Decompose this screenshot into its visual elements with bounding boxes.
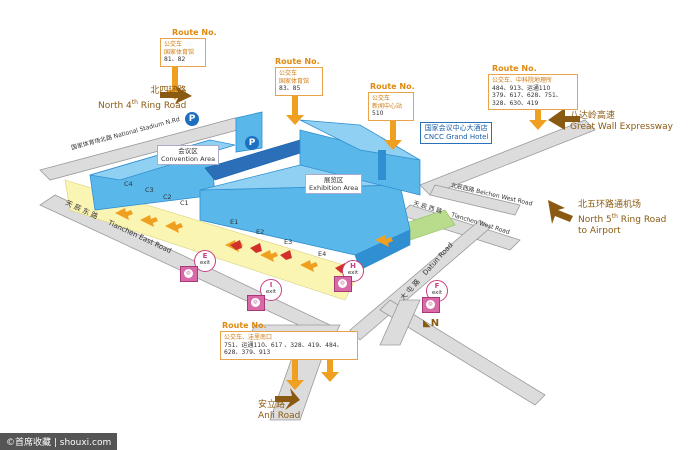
parking-icon: P [245, 136, 259, 150]
exhibition-area-cn: 展览区 [323, 176, 344, 184]
exit-e-entrance-icon: ◎ [180, 266, 198, 282]
gate-e3: E3 [284, 238, 293, 246]
route-1-heading: Route No. [172, 28, 217, 37]
north-4th-ring-en-tail: Ring Road [137, 101, 187, 111]
route-4-numbers-1: 484、913、运通110 [492, 84, 551, 92]
route-4-numbers-2: 379、617、628、751、 [492, 92, 562, 99]
north-compass-icon: ◣N [423, 318, 440, 329]
entrance-glyph: ◎ [251, 298, 260, 307]
route-2-box: 公交车 国家体育馆 83、85 [275, 67, 323, 96]
anli-road-cn: 安立路 [258, 400, 286, 410]
route-5-line1: 公交车、洼里南口 [224, 334, 273, 341]
north-5th-ring-cn: 北五环路通机场 [578, 200, 642, 210]
north-4th-ring-cn: 北四环路 [150, 86, 187, 96]
entrance-glyph: ◎ [426, 300, 435, 309]
gate-e1: E1 [230, 218, 239, 226]
exit-e-letter: E [202, 252, 208, 260]
route-3-line1: 公交车 [372, 95, 391, 102]
convention-area-en: Convention Area [161, 155, 216, 163]
hotel-building [299, 119, 421, 196]
north-4th-ring-en: North 4th Ring Road [98, 97, 186, 112]
route-3-numbers: 510 [372, 110, 384, 117]
route-1-numbers: 81、82 [164, 56, 186, 63]
route-3-box: 公交车 新闻中心站 510 [368, 92, 414, 121]
great-wall-expressway-en: Great Wall Expressway [570, 122, 673, 132]
gate-c3: C3 [145, 186, 154, 194]
route-2-numbers: 83、85 [279, 85, 301, 92]
anli-road-label: 安立路 Anli Road [258, 400, 300, 422]
anli-road-en: Anli Road [258, 411, 301, 421]
route-5-heading: Route No. [222, 321, 267, 330]
north-4th-ring-en-main: North 4 [98, 101, 132, 111]
north-5th-ring-en-main: North 5 [578, 215, 612, 225]
great-wall-expressway-label: 八达岭高速 Great Wall Expressway [570, 111, 673, 133]
exit-f-word: exit [431, 290, 443, 296]
gate-c2: C2 [163, 193, 172, 201]
north-5th-ring-en-sup: th [611, 213, 618, 220]
route-4-line1: 公交车、中科院地理所 [492, 77, 553, 84]
direction-arrows [160, 86, 580, 410]
north-5th-ring-en-tail: Ring Road [617, 215, 667, 225]
route-3-heading: Route No. [370, 82, 415, 91]
north-5th-ring-en: North 5th Ring Road [578, 211, 666, 226]
route-1-box: 公交车 国家体育馆 81、82 [160, 38, 206, 67]
route-5-numbers-2: 628、379、913 [224, 349, 271, 356]
route-5-box: 公交车、洼里南口 751、运通110、617 、328、419、484、 628… [220, 331, 358, 360]
exhibition-area-en: Exhibition Area [309, 184, 359, 192]
exit-f-entrance-icon: ◎ [422, 297, 440, 313]
hotel-label: 国家会议中心大酒店 CNCC Grand Hotel [420, 122, 493, 144]
great-wall-expressway-cn: 八达岭高速 [570, 111, 616, 121]
route-2-line2: 国家体育馆 [279, 77, 310, 85]
route-2-line1: 公交车 [279, 70, 298, 77]
exit-h-letter: H [350, 262, 356, 270]
route-4-numbers-3: 328、630、419 [492, 99, 539, 107]
exit-i-entrance-icon: ◎ [247, 295, 265, 311]
hotel-label-en: CNCC Grand Hotel [424, 133, 489, 141]
exhibition-area-label: 展览区 Exhibition Area [305, 174, 363, 194]
route-1-line2: 国家体育馆 [164, 48, 195, 56]
route-5-numbers-1: 751、运通110、617 、328、419、484、 [224, 341, 343, 349]
gate-e4: E4 [318, 250, 327, 258]
convention-area-label: 会议区 Convention Area [157, 145, 220, 165]
north-5th-ring-label: 北五环路通机场 North 5th Ring Road to Airport [578, 200, 666, 237]
hotel-label-cn: 国家会议中心大酒店 [424, 124, 488, 132]
exit-h-entrance-icon: ◎ [334, 276, 352, 292]
exit-h-word: exit [347, 270, 359, 276]
north-4th-ring-en-sup: th [131, 99, 138, 106]
watermark: ©首席收藏 | shouxi.com [0, 433, 118, 450]
parking-icon: P [185, 112, 199, 126]
exit-i-word: exit [265, 289, 277, 295]
gate-c4: C4 [124, 180, 133, 188]
gate-c1: C1 [180, 199, 189, 207]
route-3-line2: 新闻中心站 [372, 102, 403, 110]
exit-i-letter: I [269, 281, 273, 289]
route-4-heading: Route No. [492, 64, 537, 73]
route-4-box: 公交车、中科院地理所 484、913、运通110 379、617、628、751… [488, 74, 578, 110]
route-2-heading: Route No. [275, 57, 320, 66]
entrance-glyph: ◎ [184, 269, 193, 278]
entrance-glyph: ◎ [338, 279, 347, 288]
north-4th-ring-label: 北四环路 North 4th Ring Road [98, 86, 186, 112]
plaza-area [64, 179, 361, 301]
compass-letter: N [430, 318, 440, 329]
exit-f-letter: F [434, 282, 440, 290]
route-1-line1: 公交车 [164, 41, 183, 48]
north-5th-ring-airport: to Airport [578, 226, 621, 236]
exit-e-word: exit [199, 260, 211, 266]
convention-area-cn: 会议区 [178, 147, 198, 155]
gate-e2: E2 [256, 228, 265, 236]
